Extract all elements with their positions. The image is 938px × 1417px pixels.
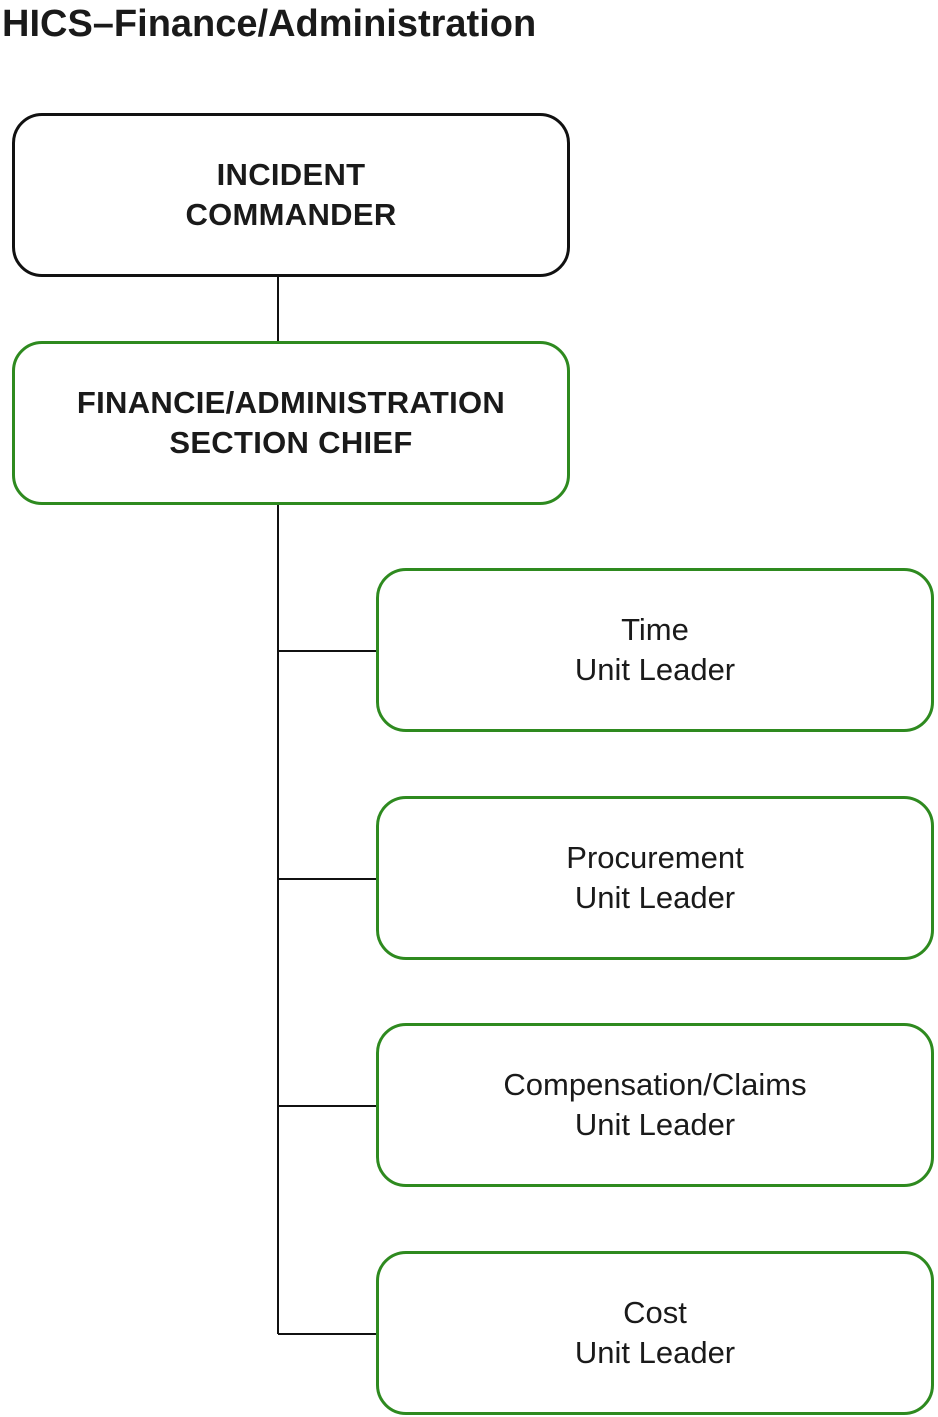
diagram-title: HICS–Finance/Administration [2, 3, 537, 45]
compensation-claims-unit-leader-box: Compensation/Claims Unit Leader [376, 1023, 934, 1187]
incident-commander-label-line1: INCIDENT [216, 157, 366, 192]
unit-role-label: Unit Leader [574, 1335, 736, 1370]
time-unit-leader-box: Time Unit Leader [376, 568, 934, 732]
procurement-unit-leader-box: Procurement Unit Leader [376, 796, 934, 960]
unit-role-label: Unit Leader [574, 880, 736, 915]
unit-name-label: Procurement [566, 840, 744, 875]
unit-name-label: Compensation/Claims [503, 1067, 807, 1102]
unit-role-label: Unit Leader [574, 1107, 736, 1142]
unit-name-label: Cost [623, 1295, 687, 1330]
cost-unit-leader-box: Cost Unit Leader [376, 1251, 934, 1415]
section-chief-label-line1: FINANCIE/ADMINISTRATION [76, 385, 506, 420]
incident-commander-label-line2: COMMANDER [185, 197, 397, 232]
unit-role-label: Unit Leader [574, 652, 736, 687]
section-chief-box: FINANCIE/ADMINISTRATION SECTION CHIEF [12, 341, 570, 505]
incident-commander-box: INCIDENT COMMANDER [12, 113, 570, 277]
unit-name-label: Time [621, 612, 689, 647]
section-chief-label-line2: SECTION CHIEF [169, 425, 413, 460]
